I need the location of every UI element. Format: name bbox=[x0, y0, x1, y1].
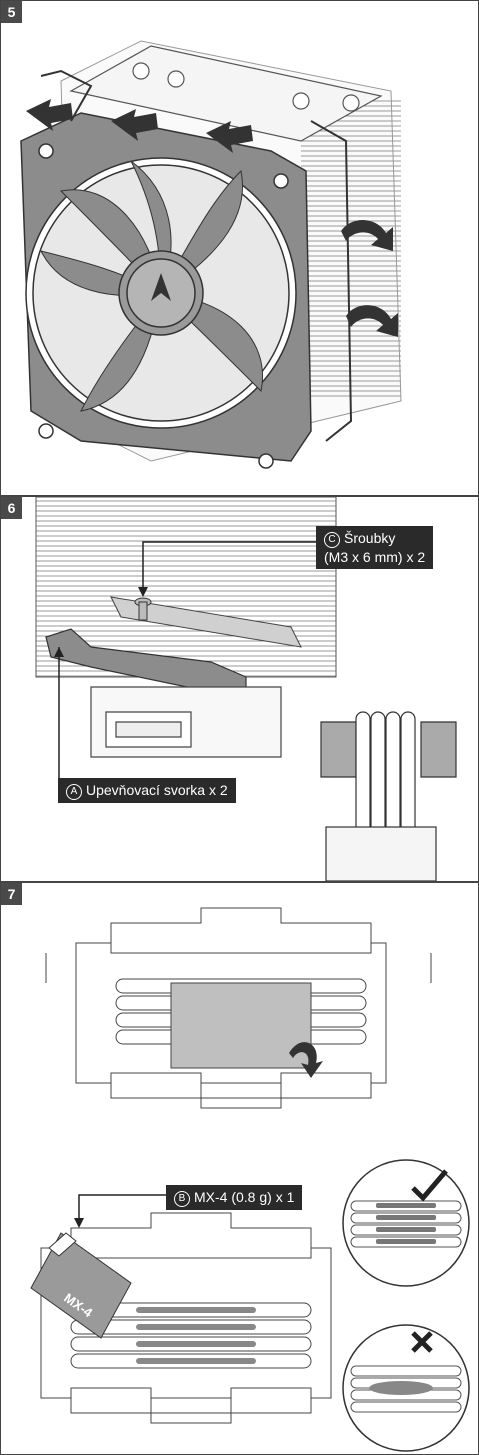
step-number: 6 bbox=[1, 497, 22, 519]
check-icon bbox=[411, 1169, 448, 1202]
rotate-arrow-icon bbox=[289, 1042, 323, 1078]
bracket-install-illustration bbox=[35, 497, 471, 881]
step-number: 5 bbox=[1, 1, 22, 23]
thermal-paste-illustration: MX-4 bbox=[30, 907, 470, 1452]
callout-text-line2: (M3 x 6 mm) x 2 bbox=[324, 549, 426, 565]
fan-mount-illustration bbox=[20, 40, 402, 469]
cross-icon bbox=[411, 1331, 433, 1353]
callout-marker: C bbox=[324, 532, 340, 548]
heatsink-top bbox=[69, 45, 383, 142]
thermal-paste-tube bbox=[30, 1232, 132, 1339]
inset-incorrect bbox=[342, 1324, 470, 1452]
side-view-inset bbox=[301, 711, 471, 881]
step-7-panel: 7 bbox=[0, 882, 479, 1455]
callout-text: Upevňovací svorka x 2 bbox=[86, 782, 228, 798]
arctic-logo-icon bbox=[151, 273, 171, 301]
step-5-panel: 5 bbox=[0, 0, 479, 496]
step-number: 7 bbox=[1, 883, 22, 905]
screw bbox=[134, 597, 152, 621]
step-6-panel: 6 bbox=[0, 496, 479, 882]
push-arrow-icon bbox=[26, 99, 253, 153]
cpu-base bbox=[90, 686, 282, 758]
rotate-arrow-icon bbox=[341, 219, 398, 337]
callout-text: Šroubky bbox=[344, 530, 396, 546]
heatpipe-top-view bbox=[45, 907, 432, 1109]
callout-marker: B bbox=[174, 1191, 190, 1207]
fan-clip-wire bbox=[40, 69, 353, 442]
fan bbox=[20, 112, 312, 469]
callout-lines bbox=[58, 541, 316, 787]
callout-marker: A bbox=[66, 784, 82, 800]
mounting-bracket bbox=[45, 628, 247, 693]
callout-text: MX-4 (0.8 g) x 1 bbox=[194, 1189, 295, 1205]
callout-lines bbox=[78, 1194, 166, 1223]
inset-correct bbox=[342, 1159, 470, 1287]
